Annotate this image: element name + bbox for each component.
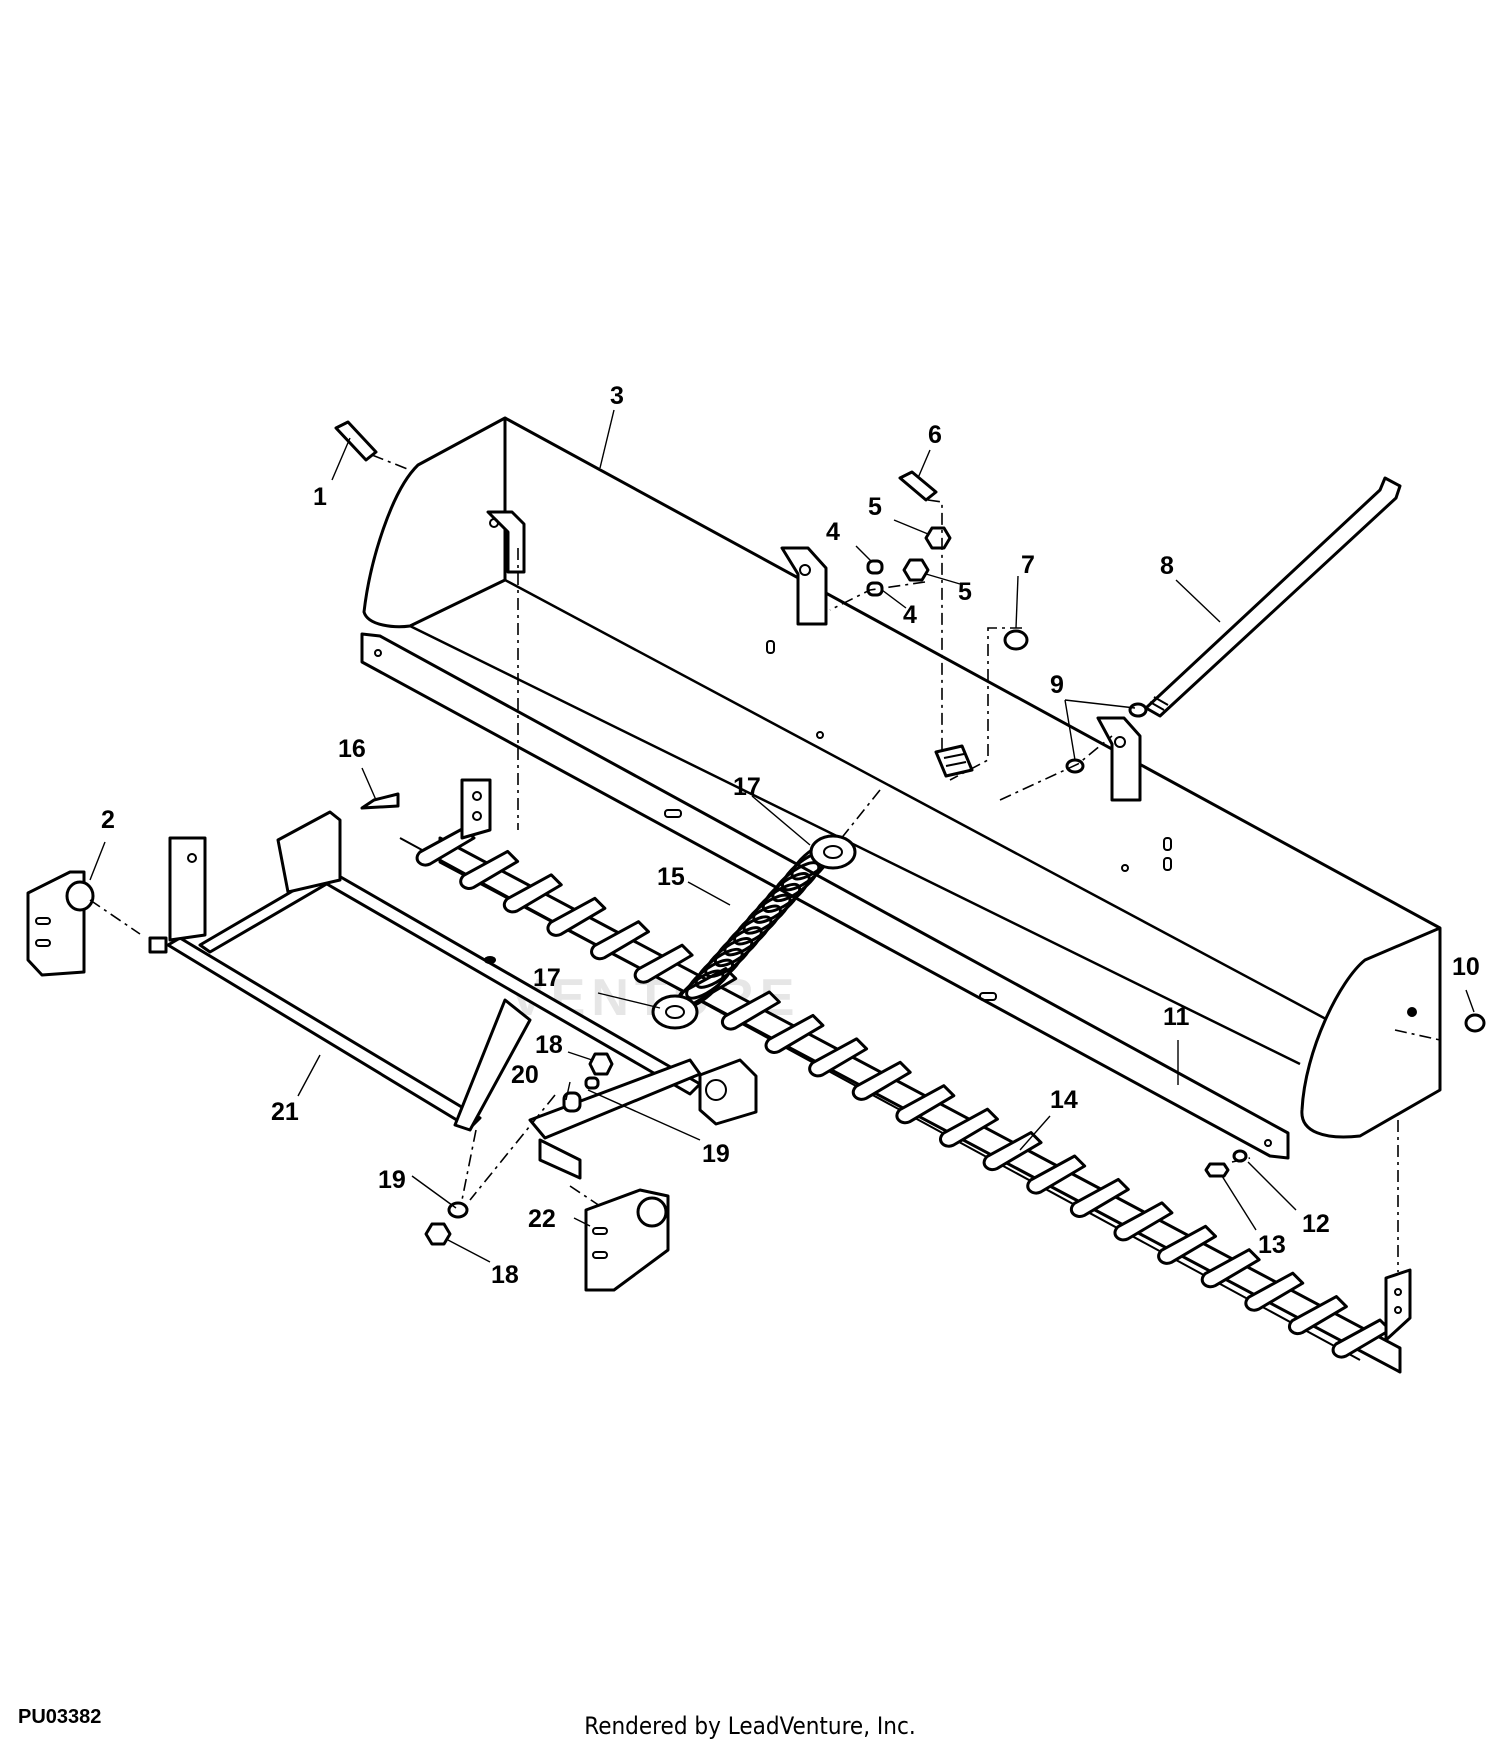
tine [1200,1248,1261,1289]
hardware [334,420,1486,1246]
callout-1: 1 [313,483,327,511]
footer-credit: Rendered by LeadVenture, Inc. [584,1712,916,1740]
callout-17-lower: 17 [533,964,561,992]
hopper-box [362,416,1442,1139]
tine [1113,1201,1174,1242]
tine [459,849,520,890]
callout-16: 16 [338,735,366,763]
callout-10: 10 [1452,953,1480,981]
mount-bracket-right [584,1188,670,1292]
tine [895,1084,956,1125]
callout-19-lower: 19 [378,1166,406,1194]
diagram-code: PU03382 [18,1706,102,1728]
tine [808,1037,869,1078]
tine [1287,1295,1348,1336]
callout-2: 2 [101,806,115,834]
washer-lower [651,994,699,1030]
callout-4-upper: 4 [826,518,840,546]
callout-8: 8 [1160,552,1174,580]
tine [939,1107,999,1148]
tine [1244,1271,1305,1312]
callout-5-upper: 5 [868,493,882,521]
callout-9: 9 [1050,671,1064,699]
mount-frame [148,810,758,1180]
callout-labels: 1 2 3 4 4 5 5 6 7 8 9 10 11 12 13 14 15 … [101,382,1480,1289]
tine [1331,1318,1392,1359]
washer-upper [809,834,857,870]
callout-13: 13 [1258,1231,1286,1259]
tine [633,943,694,984]
tine [720,990,781,1031]
tine [851,1060,912,1101]
callout-15: 15 [657,863,685,891]
callout-21: 21 [271,1098,299,1126]
centerlines [89,454,1441,1272]
tine [1157,1224,1218,1265]
callout-3: 3 [610,382,624,410]
bar-end-bracket-left [460,778,492,840]
mount-bracket-left [26,870,95,977]
callout-22: 22 [528,1205,556,1233]
tine [546,896,607,937]
deflector-strip [360,632,1290,1160]
leader-lines [89,409,1475,1263]
callout-14: 14 [1050,1086,1078,1114]
tine [1069,1177,1130,1218]
callout-19-upper: 19 [702,1140,730,1168]
callout-18-upper: 18 [535,1031,563,1059]
callout-18-lower: 18 [491,1261,519,1289]
agitator-bar [399,836,1402,1374]
rod [1144,476,1402,718]
tine [590,920,650,961]
callout-4-lower: 4 [903,601,917,629]
tine [502,873,563,914]
tine [1026,1154,1087,1195]
callout-7: 7 [1021,551,1035,579]
callout-12: 12 [1302,1210,1330,1238]
callout-6: 6 [928,421,942,449]
callout-11: 11 [1163,1003,1190,1031]
bar-end-bracket-right [1384,1268,1412,1342]
tine [415,826,476,867]
callout-17-upper: 17 [733,773,761,801]
callout-20: 20 [511,1061,539,1089]
callout-5-lower: 5 [958,578,972,606]
tine [764,1013,825,1054]
